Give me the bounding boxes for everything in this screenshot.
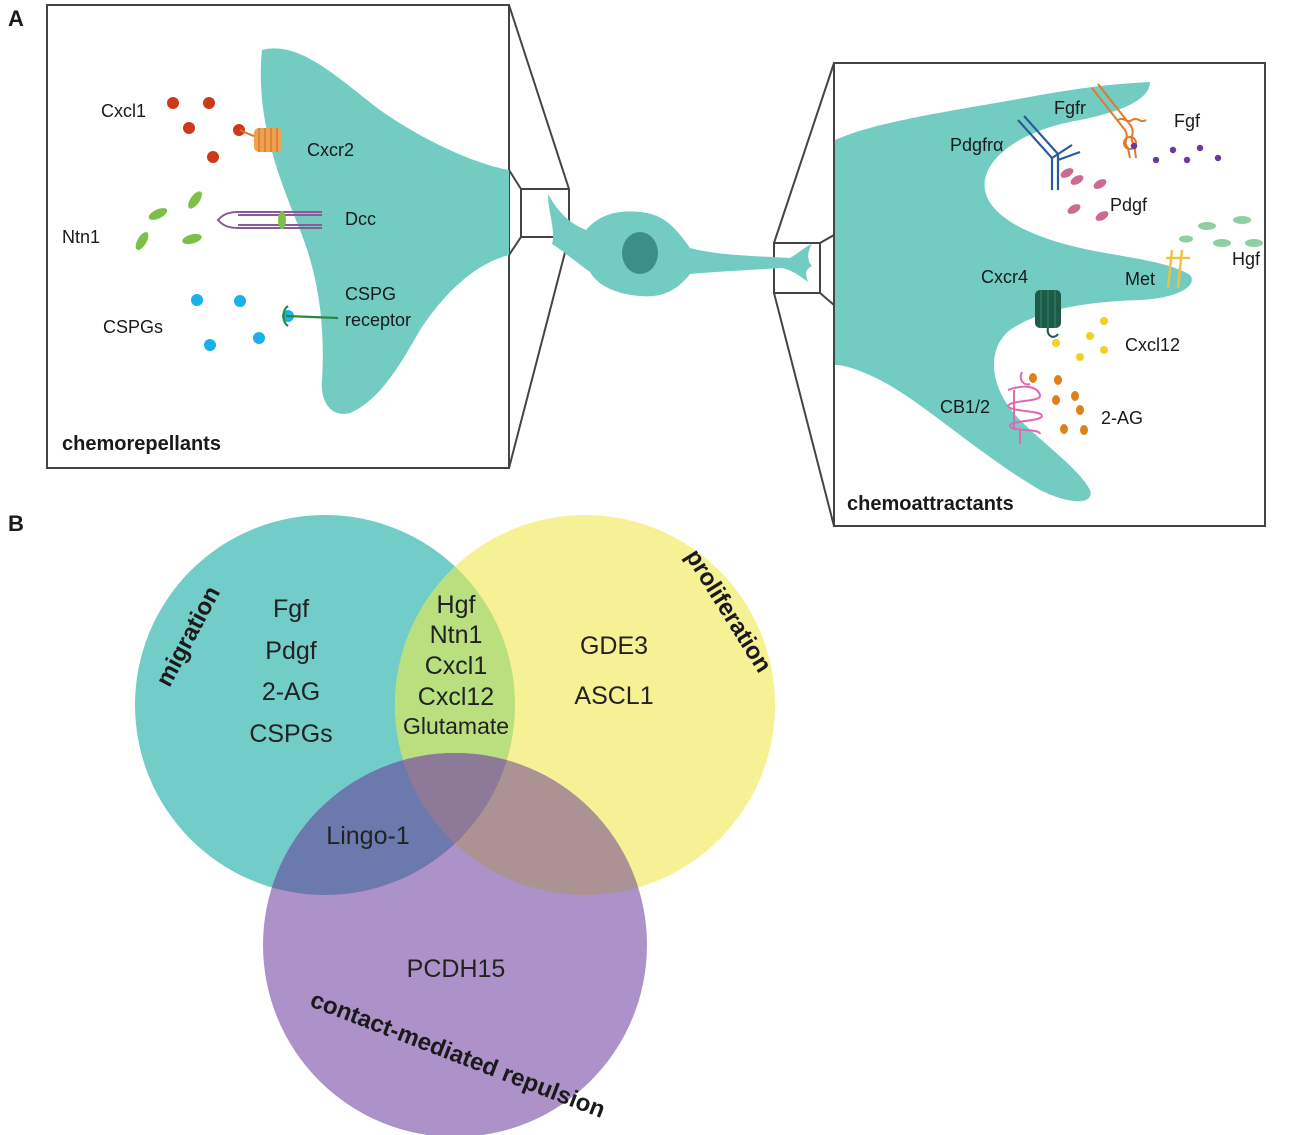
overlap-item: Hgf bbox=[437, 591, 476, 619]
nucleus bbox=[622, 232, 658, 274]
fgfr-label: Fgfr bbox=[1054, 98, 1086, 118]
proliferation-repulsion-overlap bbox=[395, 753, 647, 895]
cell-process-right bbox=[835, 82, 1192, 502]
pdgf-label: Pdgf bbox=[1110, 195, 1148, 215]
cell-leading-process-left bbox=[260, 48, 509, 414]
migration-repulsion-overlap bbox=[263, 753, 515, 895]
dcc-label: Dcc bbox=[345, 209, 376, 229]
venn-diagram bbox=[135, 515, 775, 1135]
migration-proliferation-list: Hgf Ntn1 Cxcl1 Cxcl12 Glutamate bbox=[403, 591, 509, 739]
pdgfr-receptor bbox=[1017, 115, 1081, 190]
migration-item: Fgf bbox=[273, 595, 309, 623]
proliferation-item: GDE3 bbox=[580, 632, 648, 660]
dcc-receptor bbox=[216, 211, 322, 229]
migration-item: Pdgf bbox=[265, 637, 316, 665]
cspgs-label: CSPGs bbox=[103, 317, 163, 337]
proliferation-only-list: GDE3 ASCL1 bbox=[574, 632, 653, 710]
panel-b-letter: B bbox=[8, 511, 24, 536]
two-ag-molecules bbox=[1029, 373, 1088, 435]
cxcr2-label: Cxcr2 bbox=[307, 140, 354, 160]
chemorepellants-caption: chemorepellants bbox=[62, 433, 221, 455]
overlap-item: Glutamate bbox=[403, 713, 509, 739]
cxcl1-molecules bbox=[167, 97, 245, 163]
cxcl12-label: Cxcl12 bbox=[1125, 335, 1180, 355]
cspg-receptor bbox=[282, 305, 339, 327]
cspg-receptor-label-line2: receptor bbox=[345, 310, 411, 330]
overlap-item: Ntn1 bbox=[430, 621, 483, 649]
met-receptor bbox=[1166, 249, 1190, 289]
cb12-receptor bbox=[1006, 371, 1044, 444]
cxcr4-label: Cxcr4 bbox=[981, 267, 1028, 287]
cspg-molecules bbox=[191, 294, 294, 351]
migration-only-list: Fgf Pdgf 2-AG CSPGs bbox=[249, 595, 332, 748]
pdgf-molecules bbox=[1060, 168, 1109, 221]
fgf-molecules bbox=[1130, 142, 1222, 164]
cxcl1-label: Cxcl1 bbox=[101, 101, 146, 121]
migration-item: CSPGs bbox=[249, 720, 332, 748]
zoom-connectors bbox=[508, 4, 835, 527]
panel-a-letter: A bbox=[8, 6, 24, 31]
lingo-1-label: Lingo-1 bbox=[326, 822, 409, 850]
two-ag-label: 2-AG bbox=[1101, 408, 1143, 428]
pdgfra-label: Pdgfrα bbox=[950, 135, 1003, 155]
chemoattractants-caption: chemoattractants bbox=[847, 493, 1014, 515]
ntn1-molecules bbox=[135, 191, 202, 250]
cspg-receptor-label-line1: CSPG bbox=[345, 284, 396, 304]
migration-item: 2-AG bbox=[262, 678, 320, 706]
cb12-label: CB1/2 bbox=[940, 397, 990, 417]
pcdh15-label: PCDH15 bbox=[407, 955, 506, 983]
hgf-molecules bbox=[1179, 216, 1263, 247]
cxcr4-receptor bbox=[1035, 290, 1061, 338]
met-label: Met bbox=[1125, 269, 1155, 289]
overlap-item: Cxcl1 bbox=[425, 652, 488, 680]
cxcl12-molecules bbox=[1052, 317, 1108, 361]
ntn1-label: Ntn1 bbox=[62, 227, 100, 247]
overlap-item: Cxcl12 bbox=[418, 683, 494, 711]
cxcr2-receptor bbox=[239, 128, 282, 152]
hgf-label: Hgf bbox=[1232, 249, 1261, 269]
proliferation-item: ASCL1 bbox=[574, 682, 653, 710]
fgf-label: Fgf bbox=[1174, 111, 1201, 131]
oligodendrocyte-precursor-cell bbox=[548, 194, 812, 297]
